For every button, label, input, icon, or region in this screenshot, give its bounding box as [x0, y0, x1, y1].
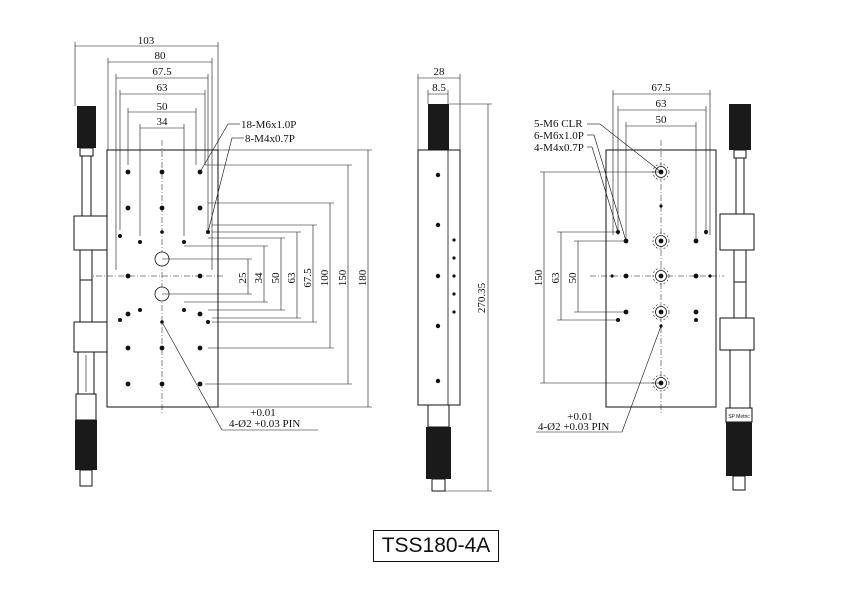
front-dim-67-5: 67.5: [152, 66, 172, 78]
back-callout-m4: 4-M4x0.7P: [534, 142, 584, 154]
front-dim-63: 63: [157, 82, 169, 94]
side-dim-270-35: 270.35: [476, 282, 488, 313]
front-pin-spec: 4-Ø2 +0.03 PIN: [229, 418, 300, 430]
back-clamp-block: [719, 213, 755, 251]
side-knob-top: [428, 104, 449, 150]
front-right-dimensions: 25 34 50 63 67.5 100 150 180: [162, 149, 372, 408]
back-dim-v-150: 150: [533, 269, 545, 286]
front-top-dimensions: 103 80 67.5 63 50 34: [74, 35, 219, 270]
front-stage-plate: [106, 149, 219, 408]
back-pin-callout: +0.01 4-Ø2 +0.03 PIN: [536, 325, 662, 433]
back-pin-spec: 4-Ø2 +0.03 PIN: [538, 421, 609, 433]
side-view: 28 8.5 270.35: [417, 66, 492, 492]
back-knob-top: [729, 104, 751, 150]
front-dim-v-34: 34: [253, 272, 265, 284]
side-dim-8-5: 8.5: [432, 82, 446, 94]
back-dim-50: 50: [656, 114, 668, 126]
front-dim-v-180: 180: [357, 269, 369, 286]
back-micrometer-mark: SP Metric: [728, 414, 750, 420]
side-dimensions: 28 8.5 270.35: [417, 66, 492, 492]
back-thimble: [726, 422, 752, 476]
front-dim-80: 80: [155, 50, 167, 62]
front-callouts: 18-M6x1.0P 8-M4x0.7P: [199, 119, 296, 233]
back-view: SP Metric: [533, 82, 755, 491]
front-callout-m4: 8-M4x0.7P: [245, 133, 295, 145]
front-clamp-block-2: [73, 321, 108, 353]
back-clamp-block-2: [719, 317, 755, 351]
front-pin-callout: +0.01 4-Ø2 +0.03 PIN: [161, 321, 318, 431]
front-dim-v-25: 25: [237, 272, 249, 284]
back-pin-tol: +0.01: [567, 411, 592, 423]
side-thimble: [426, 427, 451, 479]
front-callout-m6: 18-M6x1.0P: [241, 119, 296, 131]
back-micrometer: SP Metric: [719, 104, 755, 491]
front-knob-top: [77, 106, 96, 148]
back-callout-m6-clr: 5-M6 CLR: [534, 118, 583, 130]
front-dim-v-63: 63: [286, 272, 298, 284]
front-thimble: [75, 420, 97, 470]
front-dim-103: 103: [138, 35, 155, 47]
back-dim-67-5: 67.5: [651, 82, 671, 94]
front-dim-v-50: 50: [270, 272, 282, 284]
back-callouts: 5-M6 CLR 6-M6x1.0P 4-M4x0.7P: [534, 118, 662, 242]
model-label: TSS180-4A: [373, 530, 499, 562]
front-dim-34: 34: [157, 116, 169, 128]
back-callout-m6: 6-M6x1.0P: [534, 130, 584, 142]
front-dim-v-100: 100: [319, 269, 331, 286]
front-pin-tol: +0.01: [250, 407, 275, 419]
back-dim-63: 63: [656, 98, 668, 110]
front-clamp-block: [73, 215, 108, 251]
back-top-dimensions: 67.5 63 50: [612, 82, 711, 240]
back-left-dimensions: 150 63 50: [533, 171, 661, 384]
front-dim-v-67-5: 67.5: [302, 268, 314, 288]
front-dim-v-150: 150: [337, 269, 349, 286]
side-holes: [435, 172, 456, 384]
front-view: 103 80 67.5 63 50 34 18-M6x1.0P 8-M4x0.7…: [73, 35, 372, 487]
back-dim-v-50: 50: [567, 272, 579, 284]
side-dim-28: 28: [434, 66, 446, 78]
front-micrometer: [73, 106, 108, 487]
back-dim-v-63: 63: [550, 272, 562, 284]
front-dim-50: 50: [157, 101, 169, 113]
